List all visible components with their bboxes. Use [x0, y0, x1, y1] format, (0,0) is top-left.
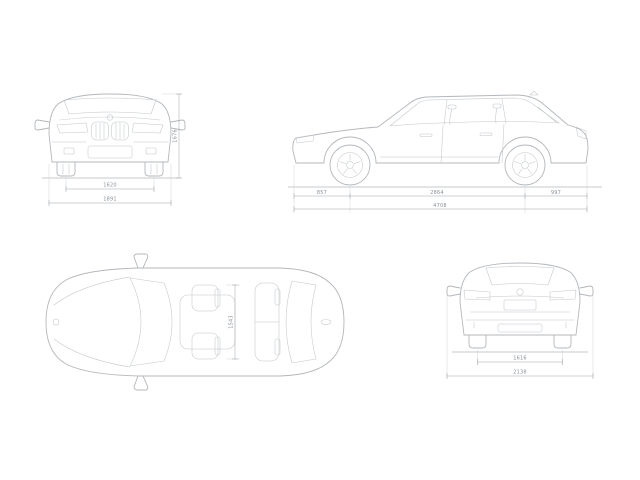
front-dimensions: 1620 1891 1676: [48, 93, 182, 206]
rear-width-dim-label: 2138: [513, 370, 527, 376]
front-wheel-right: [144, 161, 164, 177]
rear-dimensions: 1616 2138: [446, 296, 594, 379]
top-mirror-left: [133, 253, 149, 269]
front-door-handle: [419, 133, 433, 137]
windshield: [129, 277, 173, 367]
side-rear-wheel: [504, 144, 546, 186]
bmw-roundel-icon: [106, 114, 114, 121]
front-width-dim-label: 1891: [103, 197, 117, 203]
top-rear-bench: [254, 282, 281, 362]
bmw-roundel-icon: [52, 318, 60, 326]
kidney-grille-left: [91, 121, 109, 141]
top-car-outline: [45, 253, 345, 391]
rear-view-drawing: 1616 2138: [446, 262, 594, 379]
top-view-drawing: 1543: [45, 253, 345, 391]
rear-diffuser: [497, 323, 543, 333]
side-glasshouse: [389, 97, 560, 127]
side-view-drawing: 857 2864 997 4708: [288, 90, 602, 213]
side-front-wheel: [329, 144, 371, 186]
rear-wheel-right: [553, 334, 572, 349]
front-overhang-dim-label: 857: [317, 190, 327, 196]
wheelbase-dim-label: 2864: [430, 190, 444, 196]
side-taillight: [575, 126, 587, 140]
top-front-seats: [191, 284, 221, 360]
rear-mirror-right: [579, 285, 594, 297]
rear-wheel-arch: [498, 136, 552, 164]
rear-door-handle: [479, 132, 493, 136]
taillight-left: [463, 289, 491, 301]
side-seats: [447, 103, 502, 126]
kidney-grille-right: [111, 121, 129, 141]
rear-car-outline: [446, 262, 594, 353]
front-wheel-arch: [323, 136, 377, 164]
bmw-roundel-icon: [516, 288, 524, 296]
cabin-dim-label: 1543: [229, 315, 235, 329]
side-headlight: [295, 134, 315, 144]
antenna-fin: [529, 90, 539, 96]
front-mirror-right: [170, 119, 186, 131]
side-car-outline: [288, 90, 602, 188]
license-plate: [503, 299, 537, 311]
rear-overhang-dim-label: 997: [551, 190, 561, 196]
length-dim-label: 4708: [433, 203, 447, 209]
rear-mirror-left: [446, 285, 461, 297]
front-track-dim-label: 1620: [103, 183, 117, 189]
sunroof: [179, 294, 236, 350]
front-wheel-left: [56, 161, 76, 177]
front-height-dim-label: 1676: [173, 129, 179, 143]
taillight-right: [549, 289, 577, 301]
top-dimensions: 1543: [226, 284, 240, 360]
rear-window-top: [285, 280, 317, 364]
front-view-drawing: 1620 1891 1676: [34, 93, 186, 206]
rear-track-dim-label: 1616: [513, 356, 527, 362]
rear-wheel-left: [468, 334, 487, 349]
top-mirror-right: [133, 375, 149, 391]
side-dimensions: 857 2864 997 4708: [293, 165, 588, 213]
front-mirror-left: [34, 119, 50, 131]
front-car-outline: [34, 93, 186, 179]
rear-window: [485, 266, 555, 286]
shark-fin-antenna: [320, 319, 332, 325]
